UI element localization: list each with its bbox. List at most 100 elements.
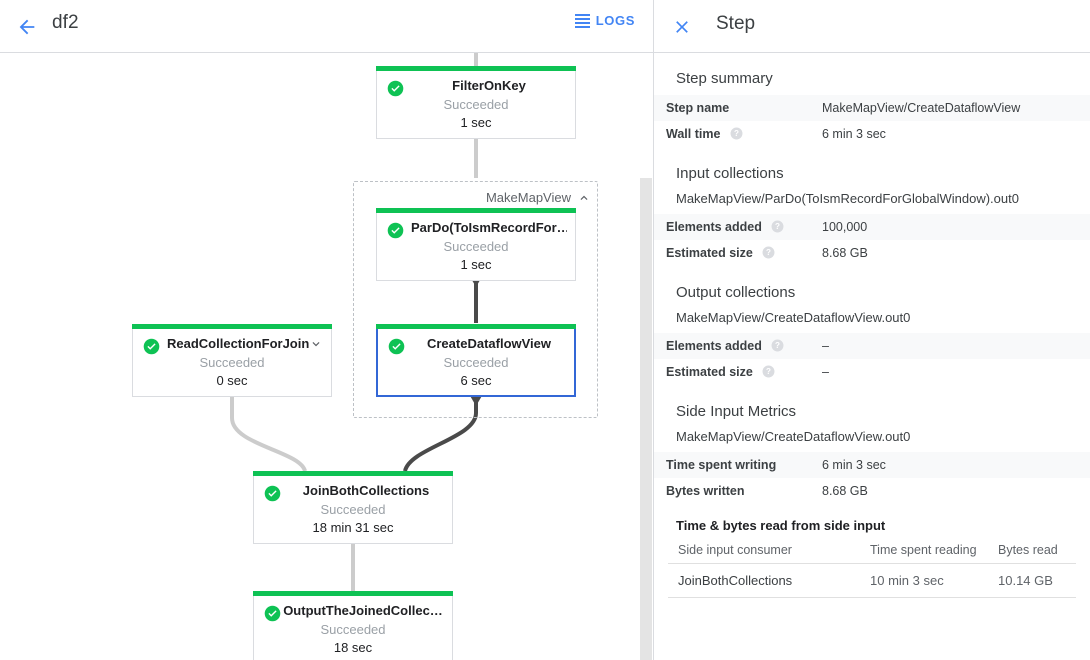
page-title: df2 — [52, 12, 79, 33]
table-row: Bytes written 8.68 GB — [654, 478, 1090, 504]
row-key-label: Elements added — [666, 220, 762, 234]
row-value: 100,000 — [822, 214, 1090, 240]
row-value: 6 min 3 sec — [822, 452, 1090, 478]
table-row: Elements added ? 100,000 — [654, 214, 1090, 240]
svg-text:?: ? — [775, 222, 780, 231]
table-row: Step name MakeMapView/CreateDataflowView — [654, 95, 1090, 121]
chevron-up-icon[interactable] — [577, 191, 591, 210]
node-time: 6 sec — [460, 373, 492, 388]
arrow-left-icon[interactable] — [8, 8, 46, 46]
scrollbar-thumb[interactable] — [640, 178, 652, 660]
cell-consumer: JoinBothCollections — [668, 563, 870, 598]
graph-group-makemapview[interactable]: MakeMapView — [353, 181, 598, 418]
row-key: Estimated size ? — [654, 359, 822, 385]
table-row: Time spent writing 6 min 3 sec — [654, 452, 1090, 478]
graph-node-pardo-toismrecord[interactable]: ParDo(ToIsmRecordFor… Succeeded 1 sec — [376, 208, 576, 281]
node-status-bar — [376, 324, 576, 329]
cell-time-spent-reading: 10 min 3 sec — [870, 563, 998, 598]
row-key-label: Estimated size — [666, 365, 753, 379]
section-title-output-collections: Output collections — [676, 284, 796, 301]
graph-node-filteronkey[interactable]: FilterOnKey Succeeded 1 sec — [376, 66, 576, 139]
node-time: 18 sec — [333, 640, 373, 655]
node-status: Succeeded — [443, 239, 509, 254]
graph-pane: df2 LOGS — [0, 0, 653, 660]
graph-node-joinbothcollections[interactable]: JoinBothCollections Succeeded 18 min 31 … — [253, 471, 453, 544]
pane-divider — [653, 0, 654, 660]
graph-vertical-scrollbar[interactable] — [640, 53, 652, 660]
row-key: Time spent writing — [654, 452, 822, 478]
check-circle-icon — [387, 222, 404, 239]
step-details-panel: Step Step summary Step name MakeMapView/… — [654, 0, 1090, 660]
row-value: 6 min 3 sec — [822, 127, 886, 141]
row-key: Wall time ? — [654, 121, 822, 147]
section-title-step-summary: Step summary — [676, 70, 773, 87]
output-collections-table: Elements added ? – Estimated size ? – — [654, 333, 1090, 385]
step-summary-table: Step name MakeMapView/CreateDataflowView… — [654, 95, 1090, 147]
node-status: Succeeded — [320, 502, 386, 517]
row-key: Elements added ? — [654, 333, 822, 359]
panel-body: Step summary Step name MakeMapView/Creat… — [654, 54, 1090, 660]
svg-text:?: ? — [766, 367, 771, 376]
column-header-bytes-read: Bytes read — [998, 539, 1076, 564]
table-row: Wall time ? 6 min 3 sec — [654, 121, 1090, 147]
node-title: JoinBothCollections — [302, 483, 430, 498]
output-collection-name: MakeMapView/CreateDataflowView.out0 — [676, 310, 911, 325]
node-title: FilterOnKey — [452, 78, 526, 93]
help-icon[interactable]: ? — [762, 246, 775, 259]
graph-node-outputthejoinedcollection[interactable]: OutputTheJoinedCollec… Succeeded 18 sec — [253, 591, 453, 660]
panel-title: Step — [716, 13, 756, 34]
node-status: Succeeded — [443, 97, 509, 112]
node-status-bar — [132, 324, 332, 329]
help-icon[interactable]: ? — [771, 339, 784, 352]
svg-text:?: ? — [734, 129, 739, 138]
logs-list-icon — [574, 13, 590, 28]
node-title: OutputTheJoinedCollec… — [283, 603, 443, 618]
job-graph-canvas[interactable]: MakeMapView FilterOnKey Succeeded 1 sec — [0, 53, 653, 660]
table-row: Estimated size ? 8.68 GB — [654, 240, 1090, 266]
input-collection-name: MakeMapView/ParDo(ToIsmRecordForGlobalWi… — [676, 191, 1019, 206]
panel-header: Step — [654, 0, 1090, 53]
check-circle-icon — [387, 80, 404, 97]
column-header-time-spent-reading: Time spent reading — [870, 539, 998, 564]
chevron-down-icon[interactable] — [309, 337, 323, 356]
graph-node-createdataflowview[interactable]: CreateDataflowView Succeeded 6 sec — [376, 324, 576, 397]
top-app-bar: df2 LOGS — [0, 0, 653, 53]
side-input-read-table: Side input consumer Time spent reading B… — [668, 539, 1076, 598]
row-key-label: Elements added — [666, 339, 762, 353]
section-title-input-collections: Input collections — [676, 165, 784, 182]
side-input-metrics-table: Time spent writing 6 min 3 sec Bytes wri… — [654, 452, 1090, 504]
column-header-consumer: Side input consumer — [668, 539, 870, 564]
side-input-collection-name: MakeMapView/CreateDataflowView.out0 — [676, 429, 911, 444]
table-row: Estimated size ? – — [654, 359, 1090, 385]
row-key: Bytes written — [666, 484, 745, 498]
table-row: Elements added ? – — [654, 333, 1090, 359]
row-key: Step name — [654, 95, 822, 121]
node-status-bar — [376, 208, 576, 213]
help-icon[interactable]: ? — [762, 365, 775, 378]
svg-text:?: ? — [766, 248, 771, 257]
logs-button-label: LOGS — [595, 13, 635, 28]
row-key-label: Estimated size — [666, 246, 753, 260]
node-status: Succeeded — [320, 622, 386, 637]
node-time: 1 sec — [460, 257, 492, 272]
table-header-row: Side input consumer Time spent reading B… — [668, 539, 1076, 564]
row-value: 8.68 GB — [822, 246, 868, 260]
node-status: Succeeded — [199, 355, 265, 370]
logs-button[interactable]: LOGS — [574, 13, 635, 28]
input-collections-table: Elements added ? 100,000 Estimated size … — [654, 214, 1090, 266]
check-circle-icon — [388, 338, 405, 355]
group-label: MakeMapView — [485, 190, 571, 205]
table-row[interactable]: JoinBothCollections 10 min 3 sec 10.14 G… — [668, 563, 1076, 598]
subsection-title-read-from-side-input: Time & bytes read from side input — [676, 518, 886, 533]
row-key: Estimated size ? — [654, 240, 822, 266]
close-icon[interactable] — [664, 9, 700, 45]
cell-bytes-read: 10.14 GB — [998, 563, 1076, 598]
section-title-side-input-metrics: Side Input Metrics — [676, 403, 797, 420]
graph-node-readcollectionforjoin[interactable]: ReadCollectionForJoin Succeeded 0 sec — [132, 324, 332, 397]
help-icon[interactable]: ? — [771, 220, 784, 233]
help-icon[interactable]: ? — [730, 127, 743, 140]
node-title: ParDo(ToIsmRecordFor… — [411, 220, 567, 235]
node-status-bar — [253, 591, 453, 596]
node-time: 18 min 31 sec — [312, 520, 394, 535]
check-circle-icon — [264, 485, 281, 502]
